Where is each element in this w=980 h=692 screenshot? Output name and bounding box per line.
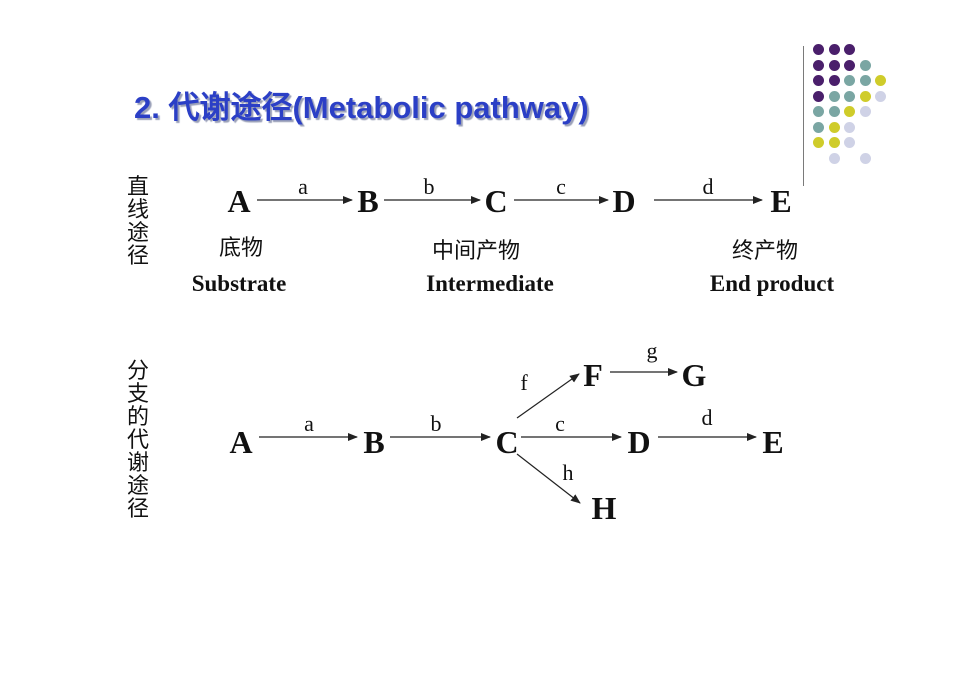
end-product-label-cn: 终产物: [732, 239, 798, 264]
branch-node-a: A: [229, 424, 252, 460]
slide-title: 2. 代谢途径(Metabolic pathway): [134, 90, 589, 125]
branch-node-e: E: [762, 424, 783, 460]
decorative-dot: [828, 137, 840, 148]
decorative-dot: [859, 75, 871, 86]
decorative-dot: [813, 44, 824, 55]
end-product-label-en: End product: [710, 271, 835, 296]
divider-line: [803, 46, 804, 186]
intermediate-label-en: Intermediate: [426, 271, 554, 296]
decorative-dot: [844, 137, 855, 148]
decorative-dot: [844, 59, 855, 71]
decorative-dot: [828, 152, 840, 164]
decorative-dot: [844, 121, 855, 133]
branch-node-d: D: [627, 424, 650, 460]
decorative-dot: [844, 44, 855, 55]
branch-edge-label-f: f: [520, 370, 528, 395]
decorative-dot: [813, 121, 824, 133]
decorative-dot: [844, 75, 855, 86]
decorative-dot: [828, 121, 840, 133]
section-label-branch: 分支的代谢途径: [126, 359, 149, 522]
decorative-dot: [828, 44, 840, 55]
decorative-dot: [813, 75, 824, 86]
decorative-dot: [844, 106, 855, 117]
branch-node-h: H: [592, 490, 617, 526]
branch-arrow-c-h: [516, 453, 581, 504]
decorative-dot: [859, 59, 871, 71]
branch-edge-label-a: a: [304, 411, 314, 436]
branch-edge-label-b: b: [431, 411, 442, 436]
linear-edge-label-c: c: [556, 174, 566, 199]
linear-node-a: A: [227, 183, 250, 219]
branch-node-g: G: [682, 357, 707, 393]
substrate-label-en: Substrate: [192, 271, 287, 296]
branch-edge-label-h: h: [563, 460, 574, 485]
decorative-dot: [875, 75, 886, 86]
linear-node-d: D: [612, 183, 635, 219]
decorative-dot: [828, 59, 840, 71]
decorative-dot: [859, 90, 871, 102]
branch-node-f: F: [583, 357, 603, 393]
decorative-dot: [875, 90, 886, 102]
branch-node-b: B: [363, 424, 384, 460]
branch-edge-label-g: g: [647, 338, 658, 363]
decorative-dot: [813, 137, 824, 148]
linear-node-e: E: [770, 183, 791, 219]
decorative-dot: [813, 90, 824, 102]
decorative-dot: [859, 152, 871, 164]
substrate-label-cn: 底物: [219, 236, 263, 261]
decorative-dot: [859, 106, 871, 117]
intermediate-label-cn: 中间产物: [432, 239, 520, 264]
branch-node-c: C: [495, 424, 518, 460]
section-label-linear: 直线途径: [126, 175, 149, 269]
linear-edge-label-d: d: [703, 174, 714, 199]
decorative-dot: [828, 106, 840, 117]
decorative-dot: [844, 90, 855, 102]
decorative-dot: [828, 75, 840, 86]
linear-edge-label-b: b: [424, 174, 435, 199]
linear-node-b: B: [357, 183, 378, 219]
decorative-dot: [813, 106, 824, 117]
branch-edge-label-d: d: [702, 405, 713, 430]
branch-edge-label-c: c: [555, 411, 565, 436]
decorative-dot: [813, 59, 824, 71]
decorative-dot: [828, 90, 840, 102]
branch-arrow-c-f: [516, 373, 580, 419]
linear-edge-label-a: a: [298, 174, 308, 199]
linear-node-c: C: [484, 183, 507, 219]
